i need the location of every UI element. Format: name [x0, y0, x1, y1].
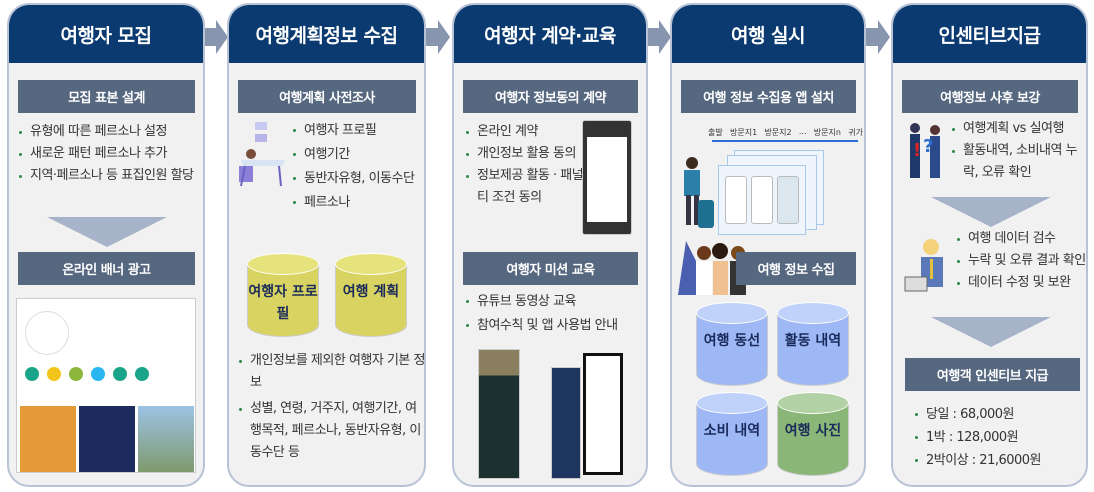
- step-title: 여행자 모집: [9, 5, 203, 63]
- travel-timeline: 출발 방문지1 방문지2... 방문지n 귀가: [708, 127, 863, 138]
- list-item: 개인정보를 제외한 여행자 기본 정보: [237, 350, 424, 394]
- mission-education-label: 여행자 미션 교육: [463, 252, 638, 285]
- pre-survey-label: 여행계획 사전조사: [238, 80, 416, 113]
- travel-data-collection-label: 여행 정보 수집: [736, 252, 856, 285]
- app-guide-screenshot: [551, 367, 581, 479]
- step-arrow-icon: [426, 20, 450, 54]
- step-title: 여행계획정보 수집: [229, 5, 424, 63]
- list-item: 온라인 계약: [464, 121, 584, 143]
- step-arrow-icon: [866, 20, 890, 54]
- cylinder-spending-history: 소비 내역: [696, 392, 768, 476]
- cylinder-travel-plan: 여행 계획: [335, 253, 407, 337]
- down-arrow-icon: [931, 197, 1051, 227]
- incentive-one-night: 1박 : 128,000원: [913, 426, 1083, 449]
- timeline-label: 방문지n: [813, 128, 841, 137]
- youtube-video-screenshot: [478, 349, 520, 479]
- banner-ad-screenshot: [16, 298, 196, 473]
- cylinder-activity-history: 활동 내역: [777, 302, 849, 386]
- svg-text:?: ?: [923, 136, 933, 157]
- cylinder-travel-route: 여행 동선: [696, 302, 768, 386]
- step-contract-education: 여행자 계약·교육 여행자 정보동의 계약 온라인 계약 개인정보 활용 동의 …: [452, 3, 648, 487]
- incentive-payment-label: 여행객 인센티브 지급: [905, 358, 1080, 391]
- step-incentive: 인센티브지급 여행정보 사후 보강 !? 여행계획 vs 실여행 활동내역, 소…: [891, 3, 1088, 487]
- list-item: 데이터 수정 및 보완: [955, 272, 1086, 294]
- timeline-label: 출발: [708, 128, 723, 137]
- step-arrow-icon: [647, 20, 671, 54]
- question-people-icon: !?: [910, 123, 940, 178]
- banner-thumbnail: [20, 406, 76, 472]
- highlight-circles: [25, 367, 149, 381]
- down-arrow-icon: [47, 217, 167, 247]
- sample-design-label: 모집 표본 설계: [18, 80, 195, 113]
- timeline-label: ...: [798, 127, 807, 136]
- list-item: 여행자 프로필: [291, 119, 424, 143]
- incentive-two-nights-plus: 2박이상 : 21,6000원: [913, 449, 1083, 472]
- consent-contract-label: 여행자 정보동의 계약: [463, 80, 638, 113]
- banner-thumbnail: [138, 406, 194, 472]
- timeline-label: 귀가: [848, 128, 863, 137]
- timeline-label: 방문지1: [730, 128, 758, 137]
- incentive-day-trip: 당일 : 68,000원: [913, 403, 1083, 426]
- list-item: 활동내역, 소비내역 누락, 오류 확인: [950, 140, 1086, 184]
- traveler-with-luggage-icon: [684, 157, 714, 228]
- list-item: 개인정보 활용 동의: [464, 143, 584, 165]
- list-item: 참여수칙 및 앱 사용법 안내: [464, 314, 644, 338]
- step-title: 여행자 계약·교육: [454, 5, 646, 63]
- list-item: 정보제공 활동 · 패널티 조건 동의: [464, 165, 584, 209]
- person-at-desk-icon: [239, 122, 285, 187]
- step-travel: 여행 실시 여행 정보 수집용 앱 설치 출발 방문지1 방문지2... 방문지n 귀가…: [670, 3, 866, 487]
- timeline-label: 방문지2: [764, 128, 792, 137]
- contract-phone-screenshot: [582, 120, 632, 235]
- cylinder-travel-photos: 여행 사진: [777, 392, 849, 476]
- banner-ad-label: 온라인 배너 광고: [18, 252, 195, 285]
- app-guide-screenshot: [583, 353, 623, 475]
- list-item: 유튜브 동영상 교육: [464, 290, 644, 314]
- list-item: 여행 데이터 검수: [955, 228, 1086, 250]
- person-with-laptop-icon: [904, 239, 943, 292]
- list-item: 누락 및 오류 결과 확인: [955, 250, 1086, 272]
- young-people-with-phones-icon: [678, 241, 746, 295]
- timeline-line: [712, 140, 858, 142]
- step-title: 인센티브지급: [893, 5, 1086, 63]
- list-item: 여행계획 vs 실여행: [950, 118, 1086, 140]
- down-arrow-icon: [931, 317, 1051, 347]
- step-recruitment: 여행자 모집 모집 표본 설계 유형에 따른 페르소나 설정 새로운 패턴 페르…: [7, 3, 205, 487]
- svg-text:!: !: [913, 140, 921, 161]
- app-install-label: 여행 정보 수집용 앱 설치: [681, 80, 856, 113]
- profile-logo: [25, 311, 69, 355]
- step-plan-collection: 여행계획정보 수집 여행계획 사전조사 여행자 프로필 여행기간 동반자유형, …: [227, 3, 426, 487]
- list-item: 페르소나: [291, 191, 424, 215]
- step-arrow-icon: [204, 20, 228, 54]
- banner-thumbnail: [79, 406, 135, 472]
- list-item: 동반자유형, 이동수단: [291, 167, 424, 191]
- list-item: 성별, 연령, 거주지, 여행기간, 여행목적, 페르소나, 동반자유형, 이동…: [237, 398, 424, 464]
- app-screens-image: [718, 165, 806, 235]
- list-item: 유형에 따른 페르소나 설정: [17, 121, 197, 143]
- list-item: 여행기간: [291, 143, 424, 167]
- step-title: 여행 실시: [672, 5, 864, 63]
- cylinder-traveler-profile: 여행자 프로필: [247, 253, 319, 337]
- post-supplement-label: 여행정보 사후 보강: [902, 80, 1078, 113]
- list-item: 새로운 패턴 페르소나 추가: [17, 143, 197, 165]
- list-item: 지역·페르소나 등 표집인원 할당: [17, 165, 197, 187]
